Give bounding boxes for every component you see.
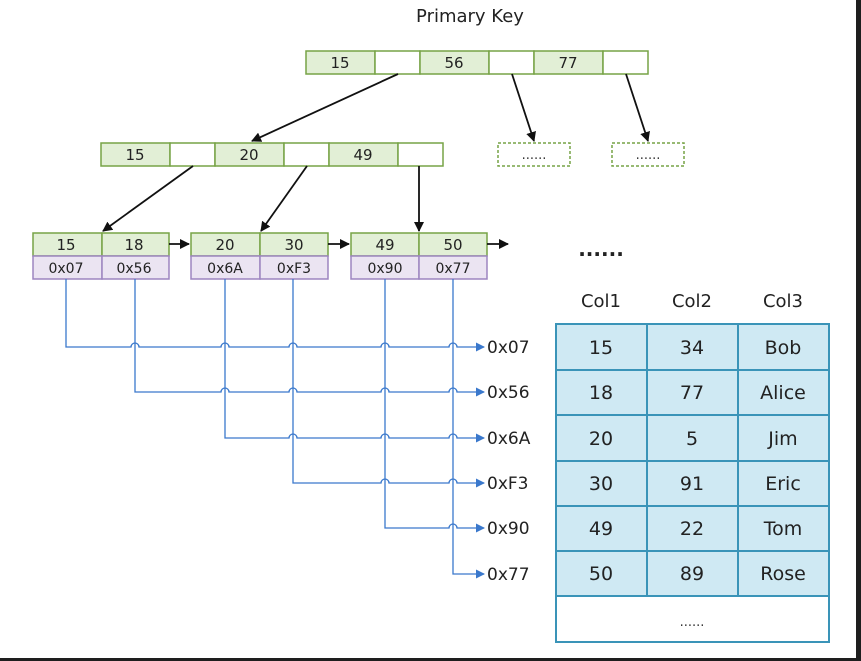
pointer-line: [224, 279, 485, 443]
internal-node: 15 20 49: [100, 142, 444, 167]
leaf-key: 20: [215, 236, 234, 254]
arrow-root-to-placeholder: [625, 73, 650, 142]
table-cell: Tom: [763, 518, 803, 540]
table-cell: 20: [589, 428, 613, 450]
leaf-node: 15 18 0x07 0x56: [32, 232, 170, 280]
table-cell: 22: [680, 518, 704, 540]
pointer-lines: [65, 279, 485, 579]
table-row: 15 34 Bob: [589, 337, 801, 359]
placeholder-node: ......: [497, 142, 571, 167]
table-row: 30 91 Eric: [589, 473, 801, 495]
placeholder-node: ......: [611, 142, 685, 167]
pointer-line: [384, 279, 485, 533]
internal-key: 20: [239, 146, 258, 164]
table-row: 50 89 Rose: [589, 563, 806, 585]
leaf-address: 0x07: [48, 261, 83, 277]
pointer-label: 0xF3: [487, 474, 528, 494]
internal-key: 49: [353, 146, 372, 164]
table-cell: Eric: [765, 473, 801, 495]
root-pointer-cell: [602, 50, 649, 75]
table-cell: Alice: [760, 382, 806, 404]
pointer-label: 0x90: [487, 519, 530, 539]
diagram-title: Primary Key: [416, 6, 524, 27]
table-cell: 30: [589, 473, 613, 495]
arrow-root-to-internal: [251, 73, 399, 142]
leaf-address: 0x6A: [207, 261, 243, 277]
pointer-line: [292, 279, 485, 488]
column-header: Col3: [763, 291, 803, 312]
table-row: 20 5 Jim: [589, 428, 798, 450]
table-cell: 5: [686, 428, 698, 450]
table-more-row: [555, 595, 830, 643]
root-key: 15: [330, 54, 349, 72]
pointer-line: [65, 279, 485, 352]
internal-pointer-cell: [169, 142, 216, 167]
placeholder-dots: ......: [522, 148, 547, 163]
arrow-root-to-placeholder: [511, 73, 536, 142]
table-cell: 91: [680, 473, 704, 495]
root-key: 56: [444, 54, 463, 72]
table-more-dots: ......: [680, 615, 705, 630]
leaf-address: 0x56: [116, 261, 151, 277]
internal-pointer-cell: [397, 142, 444, 167]
table-cell: 50: [589, 563, 613, 585]
leaf-address: 0x77: [435, 261, 470, 277]
internal-pointer-cell: [283, 142, 330, 167]
leaf-address: 0x90: [367, 261, 402, 277]
leaf-address: 0xF3: [277, 261, 311, 277]
leaf-node: 20 30 0x6A 0xF3: [190, 232, 329, 280]
root-pointer-cell: [374, 50, 421, 75]
leaf-node: 49 50 0x90 0x77: [350, 232, 488, 280]
table-cell: 15: [589, 337, 613, 359]
root-key: 77: [558, 54, 577, 72]
tree-arrows: [102, 73, 650, 249]
leaf-key: 49: [375, 236, 394, 254]
pointer-line: [134, 279, 485, 397]
internal-key: 15: [125, 146, 144, 164]
pointer-line: [452, 279, 485, 579]
table-row: 18 77 Alice: [589, 382, 806, 404]
table-cell: 18: [589, 382, 613, 404]
pointer-label: 0x77: [487, 565, 530, 585]
table-cell: 77: [680, 382, 704, 404]
root-node: 15 56 77: [305, 50, 649, 75]
pointer-label: 0x07: [487, 338, 530, 358]
table-row: 49 22 Tom: [589, 518, 802, 540]
leaf-key: 50: [443, 236, 462, 254]
table-cell: Rose: [760, 563, 806, 585]
root-pointer-cell: [488, 50, 535, 75]
column-header: Col1: [581, 291, 621, 312]
leaf-key: 30: [284, 236, 303, 254]
leaf-more-dots: ......: [578, 237, 624, 261]
leaf-key: 18: [124, 236, 143, 254]
arrow-internal-to-leaf: [102, 165, 194, 232]
pointer-label: 0x6A: [487, 429, 531, 449]
leaf-key: 15: [56, 236, 75, 254]
table-cell: 89: [680, 563, 704, 585]
table-cell: 49: [589, 518, 613, 540]
arrow-internal-to-leaf: [260, 165, 308, 232]
table-cell: Bob: [765, 337, 802, 359]
data-table: 15 34 Bob 18 77 Alice 20 5 Jim 30 91 Eri…: [555, 323, 830, 643]
column-header: Col2: [672, 291, 712, 312]
table-cell: Jim: [767, 428, 797, 450]
pointer-label: 0x56: [487, 383, 530, 403]
table-cell: 34: [680, 337, 704, 359]
table-gridlines: [556, 324, 829, 596]
placeholder-dots: ......: [636, 148, 661, 163]
